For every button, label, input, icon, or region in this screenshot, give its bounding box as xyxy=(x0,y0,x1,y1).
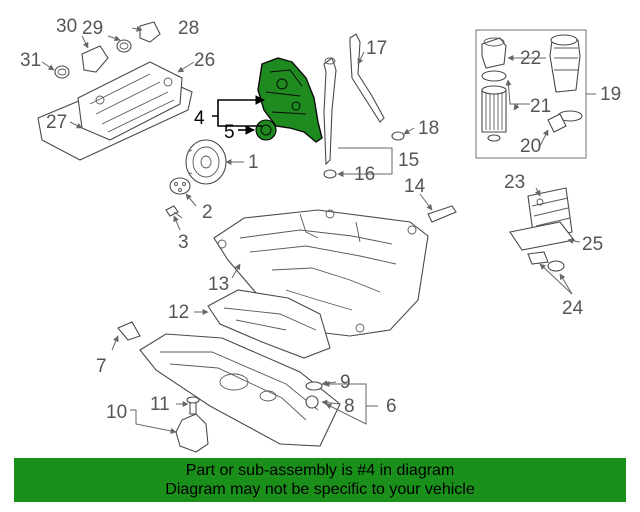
callout-28: 28 xyxy=(178,18,199,39)
seal-ring-31 xyxy=(54,65,70,79)
callout-24: 24 xyxy=(562,298,584,319)
dipstick-tube xyxy=(323,57,337,166)
oil-filler-cap xyxy=(139,21,161,43)
callout-25: 25 xyxy=(582,234,603,255)
callout-11: 11 xyxy=(150,394,170,415)
banner-disclaimer-text: Diagram may not be specific to your vehi… xyxy=(165,481,475,498)
oil-cooler-filter-housing xyxy=(549,39,581,93)
valve-cover-group xyxy=(37,21,193,161)
part-info-banner: Part or sub-assembly is #4 in diagram Di… xyxy=(14,458,626,502)
callout-labels: 1 2 3 4 5 6 7 8 9 10 11 12 13 14 15 16 1… xyxy=(20,16,621,423)
callout-8: 8 xyxy=(344,396,355,417)
pulley-bolt xyxy=(165,205,183,219)
callout-26: 26 xyxy=(194,50,215,71)
parts-diagram: 1 2 3 4 5 6 7 8 9 10 11 12 13 14 15 16 1… xyxy=(20,16,621,453)
drain-plug xyxy=(305,395,319,409)
leader-lines xyxy=(41,25,596,434)
drain-plug-seal xyxy=(305,381,323,391)
dipstick xyxy=(349,33,385,123)
callout-5: 5 xyxy=(224,122,235,143)
callout-1: 1 xyxy=(248,152,259,173)
callout-6: 6 xyxy=(386,396,397,417)
oil-filter-housing-seal xyxy=(481,70,507,82)
oil-filter-group xyxy=(475,29,587,159)
callout-10: 10 xyxy=(106,402,127,423)
oil-cooler-gasket-25 xyxy=(509,221,575,251)
oil-cooler-gasket-24a xyxy=(527,251,549,265)
pulley-washer xyxy=(169,177,191,195)
callout-20: 20 xyxy=(520,136,541,157)
callout-14: 14 xyxy=(404,176,426,197)
dipstick-seal-18 xyxy=(391,131,405,141)
valve-cover xyxy=(77,61,183,141)
dipstick-seal-16 xyxy=(323,169,337,179)
callout-31: 31 xyxy=(20,50,41,71)
oil-cooler-gasket-24b xyxy=(547,260,565,272)
callout-21: 21 xyxy=(530,96,551,117)
callout-4[interactable]: 4 xyxy=(194,108,205,129)
callout-3: 3 xyxy=(178,232,189,253)
front-crankshaft-seal xyxy=(255,119,277,141)
callout-9: 9 xyxy=(340,372,351,393)
callout-29: 29 xyxy=(82,18,103,39)
timing-cover-part-4[interactable] xyxy=(257,57,323,143)
callout-2: 2 xyxy=(202,202,213,223)
sealant-tube xyxy=(117,205,457,341)
banner-part-text: Part or sub-assembly is #4 in diagram xyxy=(185,462,455,479)
callout-22: 22 xyxy=(520,48,541,69)
callout-12: 12 xyxy=(168,302,189,323)
callout-30: 30 xyxy=(56,16,77,37)
callout-23: 23 xyxy=(504,172,525,193)
windage-baffle xyxy=(207,289,331,359)
callout-15: 15 xyxy=(398,150,419,171)
callout-16: 16 xyxy=(354,164,375,185)
seal-ring-29 xyxy=(116,39,132,53)
oil-filler-neck xyxy=(81,45,109,73)
callout-17: 17 xyxy=(366,38,387,59)
callout-18: 18 xyxy=(418,118,439,139)
callout-19: 19 xyxy=(600,84,621,105)
callout-13: 13 xyxy=(208,274,229,295)
callout-7: 7 xyxy=(96,356,107,377)
crankshaft-pulley xyxy=(185,139,227,185)
callout-27: 27 xyxy=(46,112,67,133)
lower-oil-pan xyxy=(139,333,341,447)
oil-level-sensor xyxy=(175,396,209,453)
